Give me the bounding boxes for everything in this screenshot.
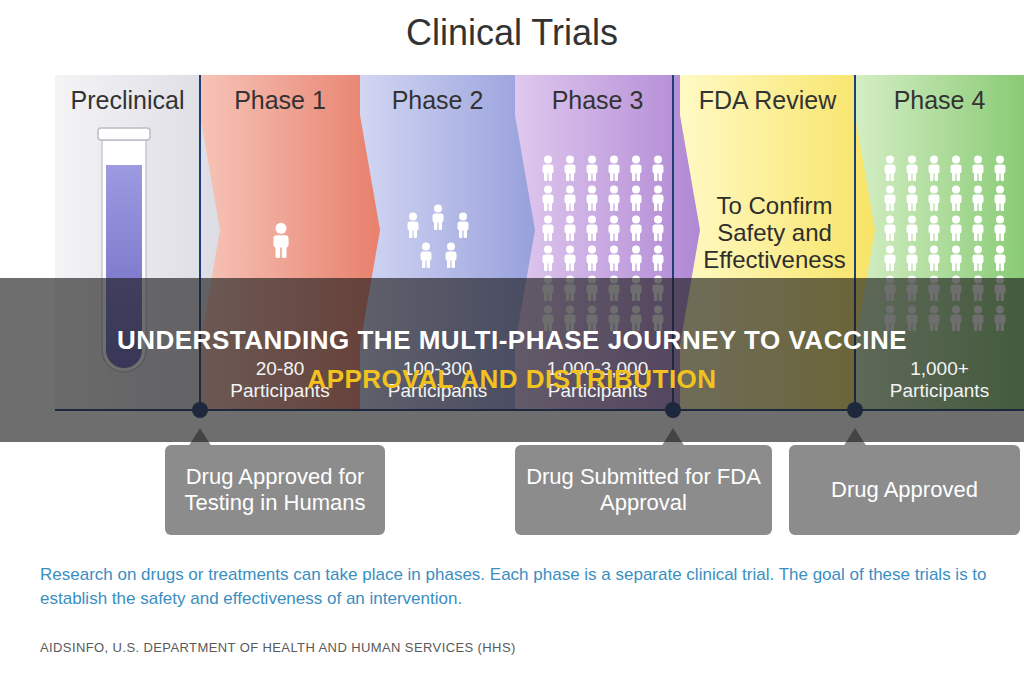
person-icon <box>543 186 554 212</box>
person-icon <box>907 246 918 272</box>
person-icon <box>995 216 1006 242</box>
title-wrap: Clinical Trials <box>0 12 1024 54</box>
milestone-text: Drug Submitted for FDA Approval <box>521 464 766 517</box>
phase-heading: Phase 4 <box>861 85 1018 115</box>
person-icon <box>565 156 576 182</box>
person-icon <box>587 216 598 242</box>
caption: Research on drugs or treatments can take… <box>40 563 1015 611</box>
person-icon <box>995 246 1006 272</box>
person-icon <box>543 246 554 272</box>
person-icon <box>929 186 940 212</box>
person-icon <box>609 246 620 272</box>
person-icon <box>609 186 620 212</box>
source-note: AIDSINFO, U.S. DEPARTMENT OF HEALTH AND … <box>40 640 1010 655</box>
person-icon <box>907 156 918 182</box>
phase-band: Phase 31,000-3,000 Participants <box>515 75 680 410</box>
person-icon <box>973 156 984 182</box>
phase-heading: Phase 1 <box>206 85 354 115</box>
person-icon <box>885 156 896 182</box>
person-icon <box>543 156 554 182</box>
caption-wrap: Research on drugs or treatments can take… <box>40 563 1015 611</box>
milestone-box: Drug Submitted for FDA Approval <box>515 445 772 535</box>
person-icon <box>609 216 620 242</box>
phase-band: Phase 120-80 Participants <box>200 75 360 410</box>
phase-heading: FDA Review <box>686 85 849 115</box>
milestone-box: Drug Approved for Testing in Humans <box>165 445 385 535</box>
person-icon <box>885 216 896 242</box>
phase-band: Phase 2100-300 Participants <box>360 75 515 410</box>
person-icon <box>907 186 918 212</box>
person-icon <box>951 216 962 242</box>
person-icon <box>929 246 940 272</box>
person-icon <box>408 213 419 239</box>
phase-heading: Preclinical <box>61 85 194 115</box>
person-icon <box>907 216 918 242</box>
person-icon <box>653 156 664 182</box>
person-icon <box>609 156 620 182</box>
person-icon <box>973 246 984 272</box>
person-icon <box>587 186 598 212</box>
person-icon <box>951 156 962 182</box>
person-icon <box>631 156 642 182</box>
person-icon <box>421 243 432 269</box>
person-icon <box>951 186 962 212</box>
person-icon <box>587 156 598 182</box>
person-icon <box>995 156 1006 182</box>
milestone-text: Drug Approved <box>831 477 978 503</box>
milestone-box: Drug Approved <box>789 445 1020 535</box>
milestone-text: Drug Approved for Testing in Humans <box>171 464 379 517</box>
person-icon <box>273 223 288 258</box>
person-icon <box>653 186 664 212</box>
person-icon <box>587 246 598 272</box>
person-icon <box>631 216 642 242</box>
person-icon <box>951 246 962 272</box>
phase-note: To Confirm Safety and Effectiveness <box>702 193 847 274</box>
person-icon <box>565 186 576 212</box>
person-icon <box>433 205 444 231</box>
phase-band: Phase 4 1,000+ Participants <box>855 75 1024 410</box>
person-icon <box>631 246 642 272</box>
person-icon <box>885 186 896 212</box>
phase-band: Preclinical <box>55 75 200 410</box>
banner: UNDERSTANDING THE MULTI-PHASE JOURNEY TO… <box>0 278 1024 442</box>
person-icon <box>565 216 576 242</box>
person-icon <box>929 156 940 182</box>
phase-heading: Phase 2 <box>366 85 509 115</box>
person-icon <box>631 186 642 212</box>
person-icon <box>653 216 664 242</box>
person-icon <box>973 216 984 242</box>
title: Clinical Trials <box>0 12 1024 54</box>
banner-title: UNDERSTANDING THE MULTI-PHASE JOURNEY TO… <box>117 321 907 360</box>
phase-heading: Phase 3 <box>521 85 674 115</box>
person-icon <box>543 216 554 242</box>
person-icon <box>929 216 940 242</box>
banner-overlay <box>0 278 1024 442</box>
person-icon <box>653 246 664 272</box>
source-wrap: AIDSINFO, U.S. DEPARTMENT OF HEALTH AND … <box>40 640 1010 655</box>
person-icon <box>458 213 469 239</box>
person-icon <box>973 186 984 212</box>
person-icon <box>885 246 896 272</box>
phase-note: 1,000+ Participants <box>863 358 1016 402</box>
person-icon <box>446 243 457 269</box>
phase-band: FDA Review To Confirm Safety and Effectiv… <box>680 75 855 410</box>
person-icon <box>565 246 576 272</box>
person-icon <box>995 186 1006 212</box>
banner-title: APPROVAL AND DISTRIBUTION <box>307 360 716 399</box>
